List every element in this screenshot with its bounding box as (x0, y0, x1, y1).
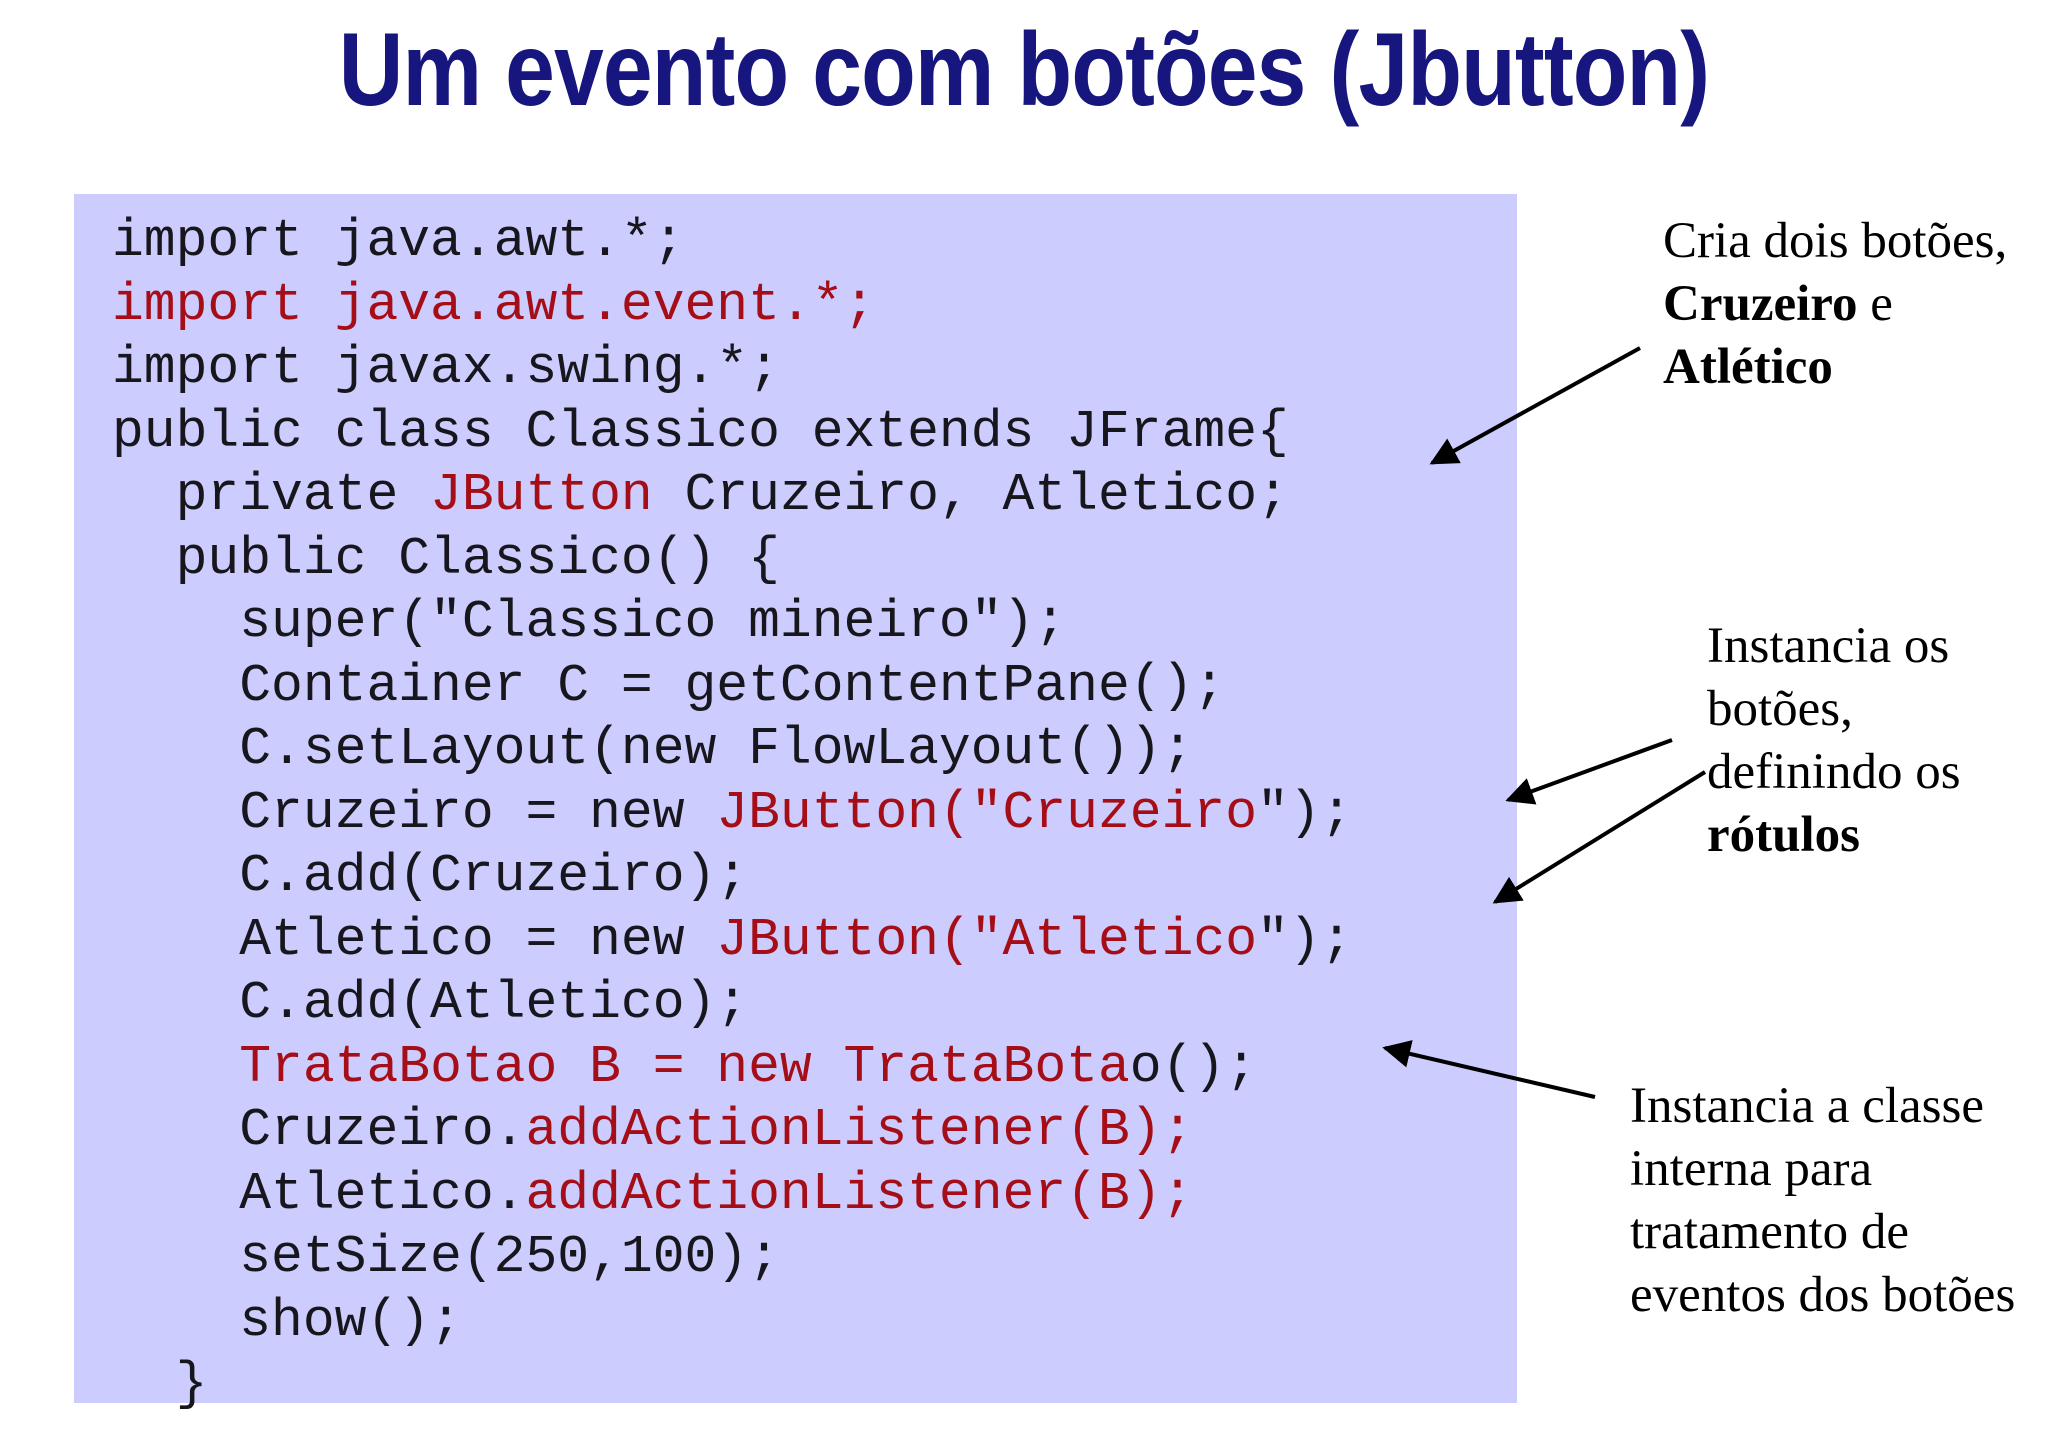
code-line: Container C = getContentPane(); (112, 655, 1226, 716)
code-line: public Classico() { (112, 528, 780, 589)
annotation-segment: Instancia os botões, definindo os (1707, 618, 1961, 800)
code-line: Atletico.addActionListener(B); (112, 1163, 1194, 1224)
code-line: import java.awt.event.*; (112, 274, 876, 335)
code-line: super("Classico mineiro"); (112, 592, 1067, 652)
code-line: TrataBotao B = new TrataBotao(); (239, 1036, 1258, 1097)
annotation-segment: rótulos (1707, 807, 1860, 863)
annotation-segment: Instancia a classe interna para tratamen… (1630, 1078, 2016, 1323)
callout-arrow (1505, 738, 1673, 805)
code-line: public class Classico extends JFrame{ (112, 401, 1289, 462)
code-line: private JButton Cruzeiro, Atletico; (112, 465, 1289, 525)
code-line: C.setLayout(new FlowLayout()); (112, 719, 1194, 779)
code-line: Atletico = new JButton("Atletico"); (112, 909, 1353, 970)
code-line: import javax.swing.*; (112, 338, 780, 398)
annotation-segment: Cria dois botões, (1663, 213, 2008, 269)
code-listing: import java.awt.*;import java.awt.event.… (112, 210, 1352, 1417)
code-line: import java.awt.*; (112, 211, 685, 271)
code-line: setSize(250,100); (112, 1227, 780, 1287)
annotation-segment: e (1857, 276, 1893, 332)
code-line: Cruzeiro = new JButton("Cruzeiro"); (112, 782, 1353, 843)
annotation-segment: Cruzeiro (1663, 276, 1858, 332)
code-line: C.add(Cruzeiro); (112, 846, 749, 906)
code-line: show(); (112, 1290, 462, 1351)
annotation-segment: Atlético (1663, 339, 1833, 395)
page-title: Um evento com botões (Jbutton) (338, 12, 1710, 128)
code-line: Cruzeiro.addActionListener(B); (112, 1100, 1194, 1160)
callout-arrow (1492, 770, 1707, 904)
annotation-instancia-os-botoes: Instancia os botões, definindo os rótulo… (1707, 615, 2037, 867)
annotation-cria-dois-botoes: Cria dois botões, Cruzeiro e Atlético (1663, 210, 2023, 399)
code-line: C.add(Atletico); (112, 973, 749, 1033)
code-line: } (112, 1354, 208, 1414)
annotation-instancia-classe-interna: Instancia a classe interna para tratamen… (1630, 1075, 2040, 1327)
code-panel: import java.awt.*;import java.awt.event.… (74, 194, 1517, 1414)
